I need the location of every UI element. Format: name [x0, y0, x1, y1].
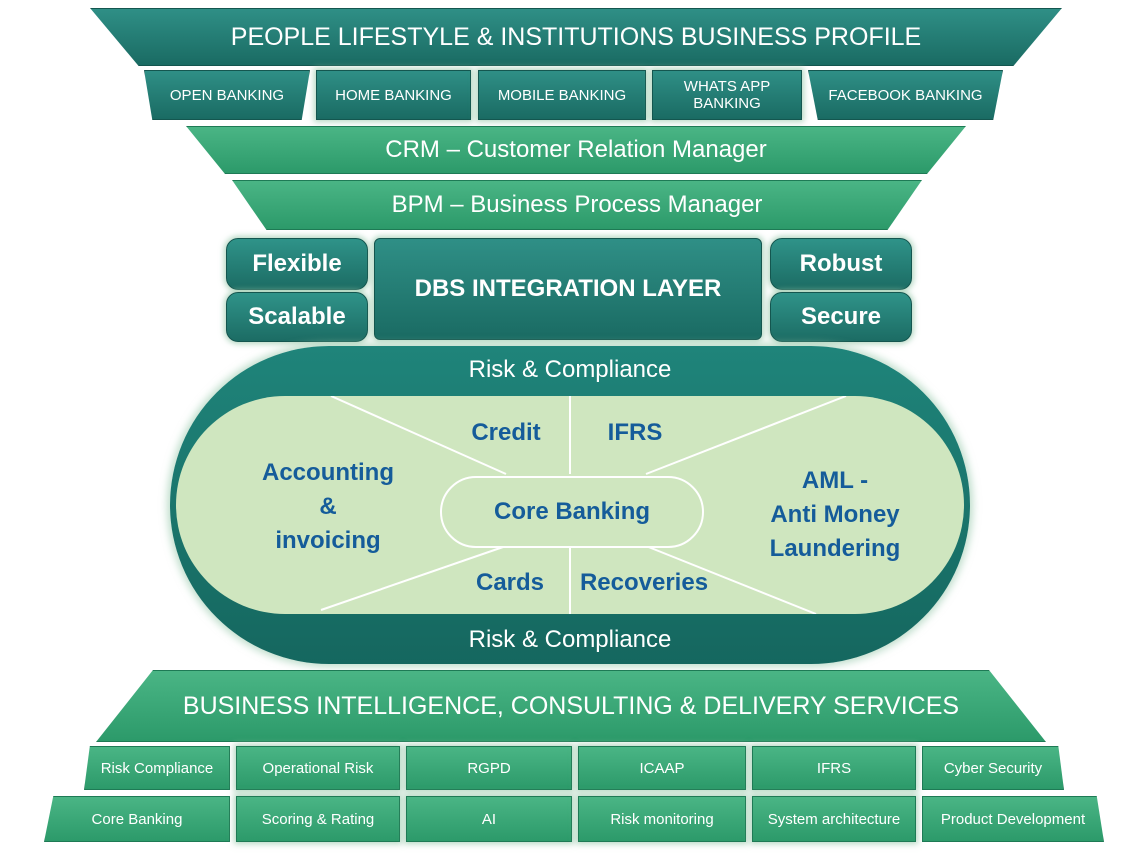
- robust-badge: Robust: [770, 238, 912, 290]
- bpm-bar[interactable]: BPM – Business Process Manager: [232, 180, 922, 230]
- service-system-architecture[interactable]: System architecture: [752, 796, 916, 842]
- aml-line-2: Anti Money: [770, 501, 900, 528]
- segment-lines: [320, 396, 847, 614]
- core-banking-label: Core Banking: [493, 498, 651, 525]
- service-operational-risk[interactable]: Operational Risk: [236, 746, 400, 790]
- service-ifrs[interactable]: IFRS: [752, 746, 916, 790]
- channel-facebook-banking[interactable]: FACEBOOK BANKING: [808, 70, 1003, 120]
- service-label: Cyber Security: [943, 759, 1043, 777]
- aml-segment[interactable]: AML - Anti Money Laundering: [740, 464, 930, 566]
- aml-line-3: Laundering: [769, 535, 901, 562]
- bottom-banner-title: BUSINESS INTELLIGENCE, CONSULTING & DELI…: [182, 691, 960, 720]
- channel-home-banking[interactable]: HOME BANKING: [316, 70, 471, 120]
- bottom-banner: BUSINESS INTELLIGENCE, CONSULTING & DELI…: [96, 670, 1046, 742]
- service-label: Product Development: [940, 810, 1086, 828]
- scalable-badge: Scalable: [226, 292, 368, 342]
- crm-label: CRM – Customer Relation Manager: [385, 136, 767, 163]
- service-label: Scoring & Rating: [261, 810, 375, 828]
- ring-top-label: Risk & Compliance: [468, 356, 672, 383]
- ifrs-segment[interactable]: IFRS: [607, 419, 663, 446]
- crm-bar[interactable]: CRM – Customer Relation Manager: [186, 126, 966, 174]
- service-label: Operational Risk: [262, 759, 374, 777]
- accounting-line-3: invoicing: [275, 527, 381, 554]
- service-scoring-rating[interactable]: Scoring & Rating: [236, 796, 400, 842]
- channel-label: HOME BANKING: [335, 86, 452, 104]
- service-icaap[interactable]: ICAAP: [578, 746, 746, 790]
- accounting-segment[interactable]: Accounting & invoicing: [240, 456, 416, 558]
- recoveries-segment[interactable]: Recoveries: [579, 569, 709, 596]
- flexible-label: Flexible: [252, 250, 342, 277]
- service-label: System architecture: [767, 810, 901, 828]
- channel-label: FACEBOOK BANKING: [828, 86, 983, 104]
- accounting-line-2: &: [319, 493, 337, 520]
- accounting-line-1: Accounting: [262, 459, 394, 486]
- service-rgpd[interactable]: RGPD: [406, 746, 572, 790]
- core-banking-center[interactable]: Core Banking: [440, 476, 704, 548]
- service-label: RGPD: [467, 759, 511, 777]
- channel-label: MOBILE BANKING: [497, 86, 627, 104]
- cards-segment[interactable]: Cards: [475, 569, 545, 596]
- channel-mobile-banking[interactable]: MOBILE BANKING: [478, 70, 646, 120]
- scalable-label: Scalable: [248, 303, 346, 330]
- credit-segment[interactable]: Credit: [471, 419, 541, 446]
- integration-layer[interactable]: DBS INTEGRATION LAYER: [374, 238, 762, 340]
- service-label: IFRS: [816, 759, 852, 777]
- integration-title: DBS INTEGRATION LAYER: [414, 275, 722, 302]
- service-ai[interactable]: AI: [406, 796, 572, 842]
- flexible-badge: Flexible: [226, 238, 368, 290]
- top-banner-title: PEOPLE LIFESTYLE & INSTITUTIONS BUSINESS…: [230, 22, 922, 51]
- secure-badge: Secure: [770, 292, 912, 342]
- service-risk-monitoring[interactable]: Risk monitoring: [578, 796, 746, 842]
- service-cyber-security[interactable]: Cyber Security: [922, 746, 1064, 790]
- service-label: Risk monitoring: [610, 810, 714, 828]
- secure-label: Secure: [800, 303, 882, 330]
- aml-line-1: AML -: [801, 467, 869, 494]
- service-risk-compliance[interactable]: Risk Compliance: [84, 746, 230, 790]
- bpm-label: BPM – Business Process Manager: [391, 191, 763, 218]
- service-product-development[interactable]: Product Development: [922, 796, 1104, 842]
- channel-label: WHATS APP BANKING: [683, 78, 771, 112]
- ring-bottom-label: Risk & Compliance: [468, 626, 672, 653]
- channel-label: OPEN BANKING: [169, 86, 285, 104]
- top-banner: PEOPLE LIFESTYLE & INSTITUTIONS BUSINESS…: [90, 8, 1062, 66]
- service-core-banking[interactable]: Core Banking: [44, 796, 230, 842]
- service-label: AI: [481, 810, 497, 828]
- robust-label: Robust: [799, 250, 883, 277]
- channel-whatsapp-banking[interactable]: WHATS APP BANKING: [652, 70, 802, 120]
- core-inner-area: [176, 396, 964, 614]
- service-label: ICAAP: [639, 759, 685, 777]
- channel-open-banking[interactable]: OPEN BANKING: [144, 70, 310, 120]
- service-label: Risk Compliance: [100, 759, 214, 777]
- service-label: Core Banking: [91, 810, 183, 828]
